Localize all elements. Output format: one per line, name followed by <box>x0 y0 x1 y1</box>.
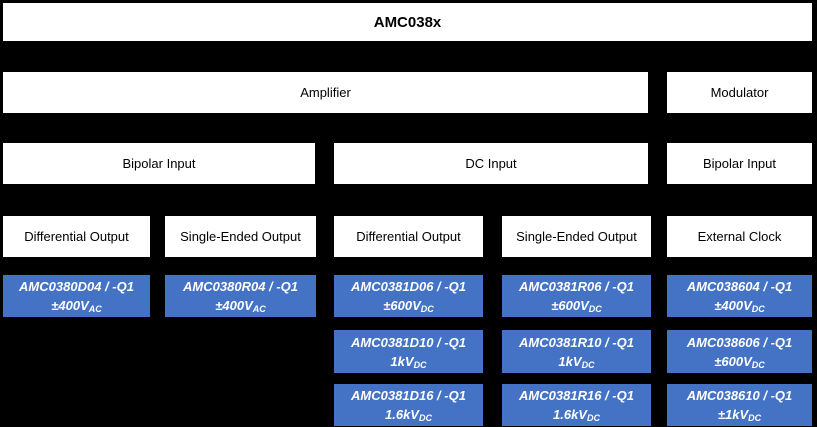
product-voltage: ±400VAC <box>51 298 102 314</box>
product-amc038606: AMC038606 / -Q1 ±600VDC <box>667 330 812 373</box>
product-name: AMC0381R06 / -Q1 <box>519 279 634 294</box>
product-amc038604: AMC038604 / -Q1 ±400VDC <box>667 275 812 317</box>
branch-single-ended-output-1-label: Single-Ended Output <box>180 229 301 244</box>
product-name: AMC0380R04 / -Q1 <box>183 279 298 294</box>
product-amc0381d16: AMC0381D16 / -Q1 1.6kVDC <box>334 384 483 426</box>
product-amc0381d06: AMC0381D06 / -Q1 ±600VDC <box>334 275 483 317</box>
branch-bipolar-input-left: Bipolar Input <box>3 143 315 184</box>
product-voltage: ±600VDC <box>714 353 765 370</box>
branch-single-ended-output-1: Single-Ended Output <box>165 216 316 257</box>
branch-differential-output-1-label: Differential Output <box>24 229 129 244</box>
branch-dc-input: DC Input <box>334 143 648 184</box>
branch-modulator: Modulator <box>667 72 812 113</box>
product-voltage: 1kVDC <box>390 353 427 370</box>
family-title: AMC038x <box>373 13 442 31</box>
branch-single-ended-output-2-label: Single-Ended Output <box>516 229 637 244</box>
branch-modulator-label: Modulator <box>710 85 769 100</box>
branch-single-ended-output-2: Single-Ended Output <box>502 216 651 257</box>
product-amc038610: AMC038610 / -Q1 ±1kVDC <box>667 384 812 426</box>
branch-differential-output-2: Differential Output <box>334 216 483 257</box>
product-amc0381r16: AMC0381R16 / -Q1 1.6kVDC <box>502 384 651 426</box>
product-name: AMC038606 / -Q1 <box>686 334 793 350</box>
product-amc0380r04: AMC0380R04 / -Q1 ±400VAC <box>165 275 316 317</box>
product-voltage: 1kVDC <box>558 353 595 370</box>
product-voltage: 1.6kVDC <box>553 407 600 423</box>
branch-amplifier: Amplifier <box>3 72 648 113</box>
product-name: AMC0381D10 / -Q1 <box>351 334 466 350</box>
product-voltage: 1.6kVDC <box>385 407 432 423</box>
product-amc0380d04: AMC0380D04 / -Q1 ±400VAC <box>3 275 150 317</box>
branch-external-clock-label: External Clock <box>697 229 782 244</box>
product-voltage: ±400VDC <box>714 298 765 314</box>
family-title-box: AMC038x <box>3 3 812 41</box>
product-name: AMC0381R16 / -Q1 <box>519 388 634 403</box>
branch-differential-output-2-label: Differential Output <box>356 229 461 244</box>
product-voltage: ±400VAC <box>215 298 266 314</box>
product-voltage: ±600VDC <box>383 298 434 314</box>
product-name: AMC0381D06 / -Q1 <box>351 279 466 294</box>
branch-differential-output-1: Differential Output <box>3 216 150 257</box>
product-name: AMC0380D04 / -Q1 <box>19 279 134 294</box>
product-name: AMC0381D16 / -Q1 <box>351 388 466 403</box>
product-name: AMC0381R10 / -Q1 <box>519 334 634 350</box>
branch-amplifier-label: Amplifier <box>300 85 351 100</box>
branch-bipolar-input-right: Bipolar Input <box>667 143 812 184</box>
product-voltage: ±600VDC <box>551 298 602 314</box>
product-name: AMC038610 / -Q1 <box>686 388 793 403</box>
branch-bipolar-input-left-label: Bipolar Input <box>122 156 196 171</box>
product-amc0381r06: AMC0381R06 / -Q1 ±600VDC <box>502 275 651 317</box>
product-amc0381r10: AMC0381R10 / -Q1 1kVDC <box>502 330 651 373</box>
branch-bipolar-input-right-label: Bipolar Input <box>703 156 776 171</box>
product-name: AMC038604 / -Q1 <box>686 279 793 294</box>
branch-dc-input-label: DC Input <box>465 156 517 171</box>
product-voltage: ±1kVDC <box>717 407 762 423</box>
product-amc0381d10: AMC0381D10 / -Q1 1kVDC <box>334 330 483 373</box>
branch-external-clock: External Clock <box>667 216 812 257</box>
